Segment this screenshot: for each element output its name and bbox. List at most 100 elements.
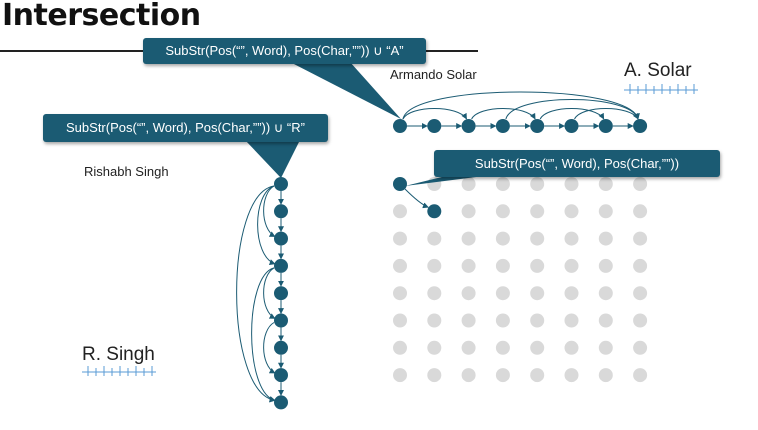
grid-node — [461, 231, 476, 246]
vertical-skip-edge — [263, 322, 276, 374]
grid-node — [495, 177, 510, 191]
callout-right: SubStr(Pos(“”, Word), Pos(Char,””)) — [434, 150, 720, 177]
grid-node — [427, 313, 442, 328]
grid-node — [495, 204, 510, 219]
grid-node — [564, 204, 579, 219]
left-output-spellcheck-squiggle — [82, 366, 156, 376]
vertical-node — [274, 231, 288, 246]
grid-node — [633, 286, 648, 301]
grid-node-active — [427, 204, 442, 219]
vertical-node — [274, 204, 288, 219]
top-output-label: A. Solar — [624, 60, 692, 81]
vertical-skip-edge — [257, 185, 276, 265]
grid-node — [633, 368, 648, 383]
grid-node — [564, 177, 579, 191]
grid-node — [530, 313, 545, 328]
grid-node — [564, 286, 579, 301]
grid-node — [427, 368, 442, 383]
grid-node — [598, 286, 613, 301]
grid-node — [393, 313, 407, 328]
grid-node — [461, 177, 476, 191]
grid-node — [564, 258, 579, 273]
grid-node — [530, 177, 545, 191]
callout-top-pointer — [290, 62, 401, 119]
horizontal-node — [495, 119, 510, 133]
edge-layer — [236, 91, 640, 403]
horizontal-skip-edge — [402, 108, 468, 120]
grid-edge — [404, 188, 429, 209]
grid-node — [633, 204, 648, 219]
horizontal-node — [393, 119, 407, 133]
top-output-spellcheck-squiggle — [624, 84, 698, 94]
grid-node — [530, 286, 545, 301]
horizontal-node — [427, 119, 442, 133]
grid-node — [393, 231, 407, 246]
vertical-node — [274, 368, 288, 383]
grid-node — [564, 340, 579, 355]
vertical-node — [274, 286, 288, 301]
vertical-node — [274, 395, 288, 410]
grid-node — [564, 313, 579, 328]
grid-node — [393, 286, 407, 301]
left-output-label: R. Singh — [82, 344, 155, 365]
grid-node — [495, 313, 510, 328]
horizontal-skip-edge — [402, 91, 640, 120]
vertical-node — [274, 177, 288, 191]
grid-node — [530, 204, 545, 219]
horizontal-skip-edge — [471, 108, 536, 120]
grid-node — [564, 368, 579, 383]
horizontal-node — [564, 119, 579, 133]
grid-node — [598, 231, 613, 246]
grid-node — [427, 231, 442, 246]
node-layer — [274, 119, 648, 410]
grid-node — [598, 258, 613, 273]
grid-node — [461, 368, 476, 383]
grid-node — [495, 231, 510, 246]
grid-node — [393, 340, 407, 355]
vertical-skip-edge — [263, 185, 276, 238]
callout-left-pointer — [245, 140, 300, 178]
horizontal-node — [461, 119, 476, 133]
vertical-node — [274, 340, 288, 355]
grid-node — [598, 368, 613, 383]
grid-node — [530, 231, 545, 246]
grid-node — [495, 258, 510, 273]
vertical-node — [274, 313, 288, 328]
grid-node — [633, 258, 648, 273]
horizontal-node — [598, 119, 613, 133]
vertical-skip-edge — [263, 267, 276, 319]
horizontal-node — [633, 119, 648, 133]
grid-node — [598, 313, 613, 328]
horizontal-skip-edge — [574, 108, 639, 120]
grid-node — [393, 204, 407, 219]
vertical-node — [274, 258, 288, 273]
horizontal-skip-edge — [539, 108, 605, 120]
grid-node — [461, 204, 476, 219]
vertical-skip-edge — [236, 185, 276, 403]
callout-pointers — [245, 62, 492, 186]
grid-node — [495, 340, 510, 355]
grid-node — [598, 177, 613, 191]
page-title: Intersection — [2, 0, 201, 33]
callout-left: SubStr(Pos(“”, Word), Pos(Char,””)) ∪ “R… — [43, 114, 328, 142]
grid-node — [530, 258, 545, 273]
callout-top: SubStr(Pos(“”, Word), Pos(Char,””)) ∪ “A… — [143, 38, 426, 64]
grid-node — [633, 340, 648, 355]
grid-node — [427, 340, 442, 355]
grid-node — [598, 340, 613, 355]
grid-node — [633, 177, 648, 191]
grid-node — [427, 286, 442, 301]
horizontal-skip-edge — [505, 99, 640, 120]
grid-node-active — [393, 177, 407, 191]
grid-node — [530, 368, 545, 383]
grid-node — [633, 313, 648, 328]
vertical-skip-edge — [251, 267, 276, 402]
callout-right-pointer — [405, 175, 492, 186]
left-input-label: Rishabh Singh — [84, 164, 169, 179]
horizontal-node — [530, 119, 545, 133]
grid-node — [495, 368, 510, 383]
intersection-grid — [393, 177, 648, 383]
grid-node — [393, 258, 407, 273]
